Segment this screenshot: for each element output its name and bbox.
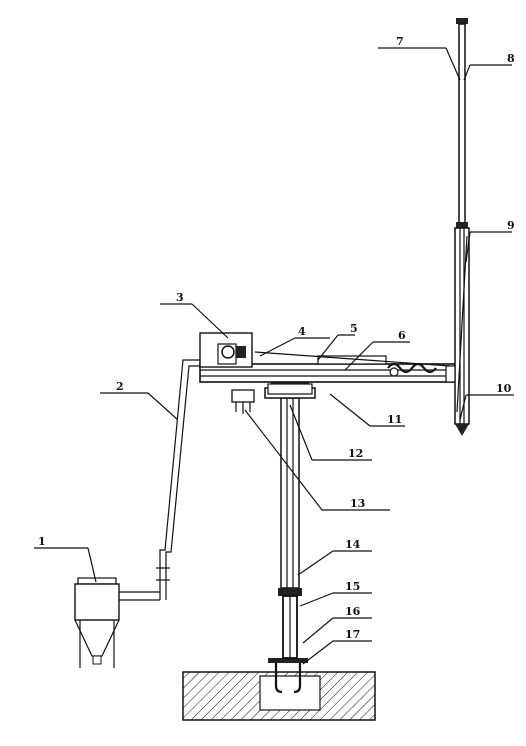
- callout-14: 14: [345, 538, 361, 551]
- callout-7: 7: [396, 35, 404, 48]
- callout-11: 11: [387, 413, 402, 426]
- callout-8: 8: [507, 52, 515, 65]
- telescopic-tube: [445, 18, 470, 436]
- callout-10: 10: [496, 382, 512, 395]
- main-column: [278, 397, 302, 659]
- drive-box: [199, 332, 253, 368]
- callout-16: 16: [345, 605, 361, 618]
- leader-lines: [34, 47, 514, 665]
- callout-17: 17: [345, 628, 360, 641]
- callout-13: 13: [350, 497, 365, 510]
- callout-5: 5: [350, 322, 358, 335]
- boom-underside-parts: [231, 383, 313, 414]
- callout-labels: 1 2 3 4 5 6 7 8 9 10 11 12 13 14 15 16 1…: [38, 35, 515, 641]
- callout-3: 3: [176, 291, 184, 304]
- callout-6: 6: [398, 329, 406, 342]
- callout-9: 9: [507, 219, 515, 232]
- foundation-block: [182, 671, 376, 721]
- callout-4: 4: [298, 325, 306, 338]
- callout-1: 1: [38, 535, 46, 548]
- callout-15: 15: [345, 580, 360, 593]
- silo: [74, 577, 120, 668]
- callout-2: 2: [116, 380, 124, 393]
- callout-12: 12: [348, 447, 363, 460]
- feed-pipe: [115, 359, 200, 601]
- screw-conveyor: [387, 362, 437, 377]
- anchor-bolts: [268, 658, 308, 694]
